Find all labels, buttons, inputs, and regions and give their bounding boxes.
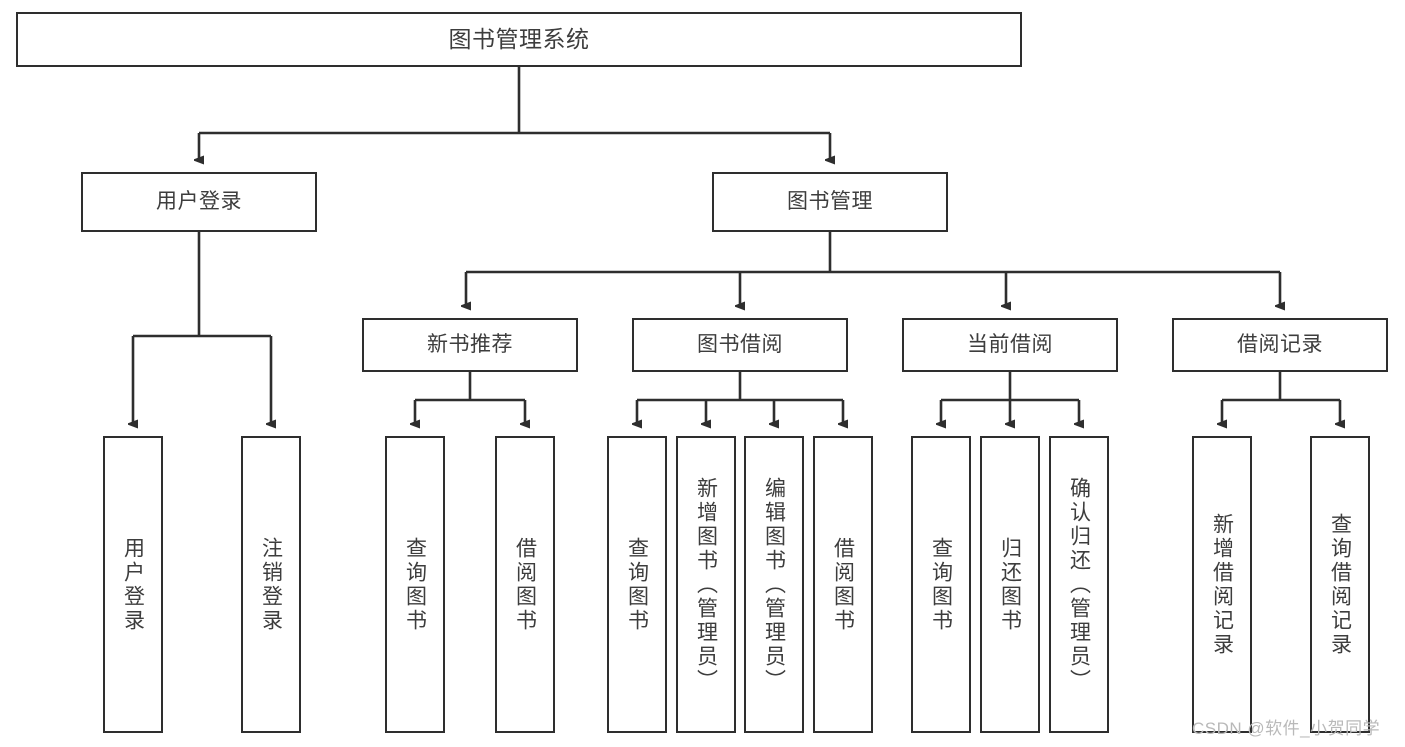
node-label: 编辑图书（管理员）: [762, 476, 786, 693]
node-label: 图书借阅: [697, 332, 783, 356]
node-leaf-borrow-book-recommend[interactable]: 借阅图书: [495, 436, 555, 733]
node-label: 新书推荐: [427, 332, 513, 356]
csdn-watermark: CSDN @软件_小贺同学: [1192, 719, 1381, 738]
node-leaf-query-book-recommend[interactable]: 查询图书: [385, 436, 445, 733]
node-leaf-return-book[interactable]: 归还图书: [980, 436, 1040, 733]
node-leaf-logout-login[interactable]: 注销登录: [241, 436, 301, 733]
node-leaf-query-borrow-record[interactable]: 查询借阅记录: [1310, 436, 1370, 733]
node-label: 图书管理系统: [448, 25, 590, 52]
node-current-borrow[interactable]: 当前借阅: [902, 318, 1118, 372]
node-leaf-user-login[interactable]: 用户登录: [103, 436, 163, 733]
node-label: 查询借阅记录: [1328, 512, 1352, 657]
node-label: 注销登录: [259, 536, 283, 633]
node-label: 查询图书: [625, 536, 649, 633]
node-label: 用户登录: [121, 536, 145, 633]
node-leaf-add-book[interactable]: 新增图书（管理员）: [676, 436, 736, 733]
node-leaf-borrow-book[interactable]: 借阅图书: [813, 436, 873, 733]
node-borrow-record[interactable]: 借阅记录: [1172, 318, 1388, 372]
node-leaf-confirm-return[interactable]: 确认归还（管理员）: [1049, 436, 1109, 733]
node-label: 图书管理: [787, 189, 873, 213]
node-user-login[interactable]: 用户登录: [81, 172, 317, 232]
node-label: 查询图书: [403, 536, 427, 633]
node-label: 借阅记录: [1237, 332, 1323, 356]
node-book-borrow[interactable]: 图书借阅: [632, 318, 848, 372]
node-new-book-recommend[interactable]: 新书推荐: [362, 318, 578, 372]
node-label: 借阅图书: [831, 536, 855, 633]
node-leaf-edit-book[interactable]: 编辑图书（管理员）: [744, 436, 804, 733]
node-label: 当前借阅: [967, 332, 1053, 356]
node-root-book-management-system[interactable]: 图书管理系统: [16, 12, 1022, 67]
node-label: 新增借阅记录: [1210, 512, 1234, 657]
node-leaf-add-borrow-record[interactable]: 新增借阅记录: [1192, 436, 1252, 733]
node-leaf-query-book-borrow[interactable]: 查询图书: [607, 436, 667, 733]
node-leaf-query-book-current[interactable]: 查询图书: [911, 436, 971, 733]
node-label: 确认归还（管理员）: [1067, 476, 1091, 693]
node-label: 新增图书（管理员）: [694, 476, 718, 693]
node-label: 查询图书: [929, 536, 953, 633]
node-label: 归还图书: [998, 536, 1022, 633]
node-label: 借阅图书: [513, 536, 537, 633]
node-book-manage[interactable]: 图书管理: [712, 172, 948, 232]
node-label: 用户登录: [156, 189, 242, 213]
